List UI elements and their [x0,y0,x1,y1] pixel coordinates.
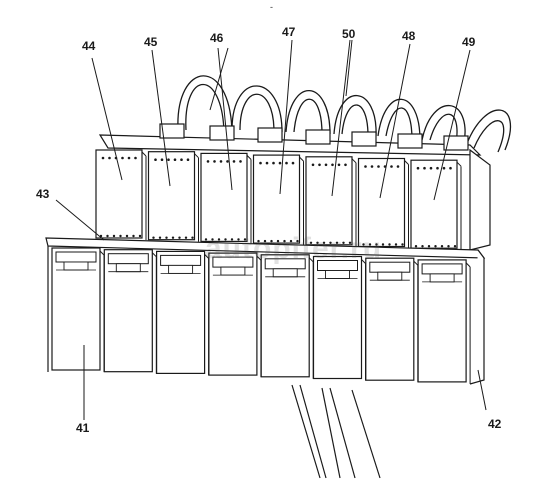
lower-relay [260,254,314,379]
lower-relay [417,259,471,384]
top-mark: - [270,2,273,12]
lower-relay-row [51,247,471,384]
leader-lines [55,39,487,420]
callout-44: 44 [82,39,96,53]
callout-50: 50 [342,27,356,41]
callout-42: 42 [488,417,502,431]
callout-43: 43 [36,187,50,201]
lower-relay [156,250,210,376]
lower-relay [208,252,262,378]
upper-connector-strip [98,123,491,251]
upper-relay [305,156,357,247]
relay-base-bar [45,237,486,385]
callout-48: 48 [402,29,416,43]
upper-relay [95,149,147,240]
upper-relay [252,154,304,246]
lower-relay [103,249,157,374]
upper-relay [200,152,252,244]
callout-49: 49 [462,35,476,49]
callout-45: 45 [144,35,158,49]
bottom-wires [291,384,381,479]
watermark-text: autopifer.ru [205,232,383,265]
lower-relay [365,257,419,383]
upper-relay [410,159,462,251]
wire-loops [177,75,511,153]
upper-relay-row [95,149,462,251]
lower-relay [51,247,105,372]
callout-47: 47 [282,25,296,39]
lower-relay [312,255,366,381]
callout-46: 46 [210,31,224,45]
callout-41: 41 [76,421,90,435]
upper-relay [147,151,199,242]
